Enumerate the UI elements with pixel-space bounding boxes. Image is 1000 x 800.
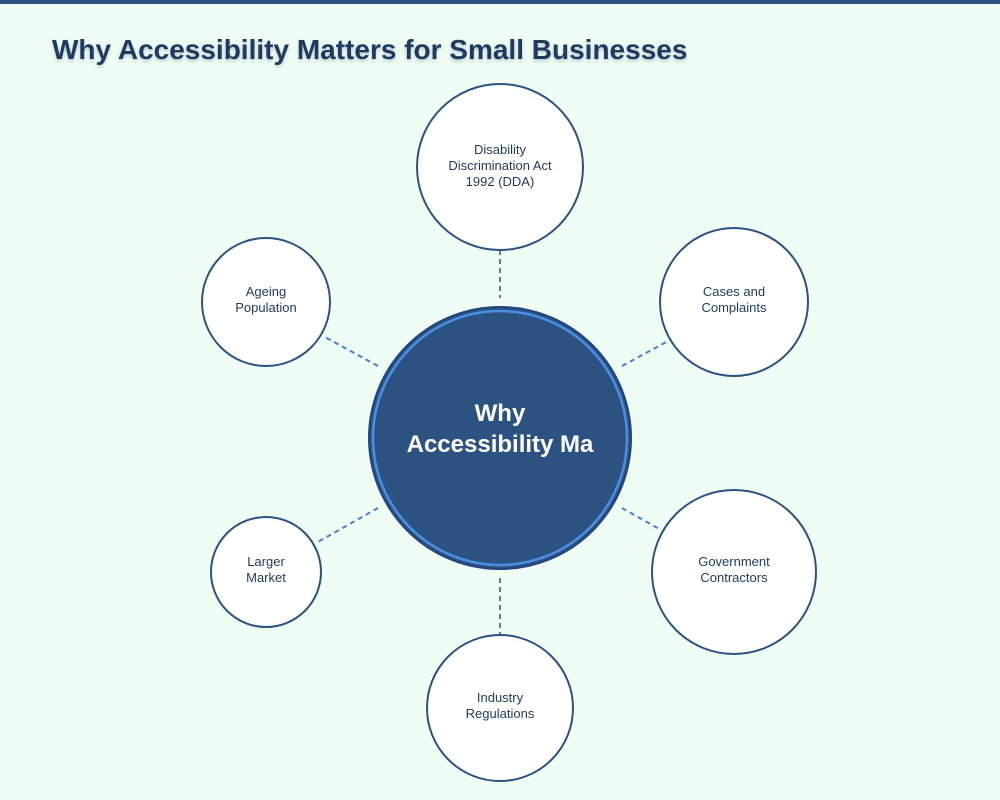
node-cases-and-complaints[interactable]: Cases and Complaints <box>659 227 809 377</box>
connectors <box>315 250 671 634</box>
node-label: Disability <box>474 142 527 157</box>
node-label: Discrimination Act <box>448 158 552 173</box>
node-industry-regulations[interactable]: Industry Regulations <box>426 634 574 782</box>
connector-ageing <box>322 335 379 367</box>
node-label: Cases and <box>703 284 765 299</box>
node-label: Government <box>698 554 770 569</box>
node-label: Population <box>235 300 296 315</box>
node-label: Regulations <box>466 706 535 721</box>
connector-market <box>315 507 379 544</box>
node-label: Contractors <box>700 570 768 585</box>
page-title: Why Accessibility Matters for Small Busi… <box>52 34 688 65</box>
node-label: Complaints <box>701 300 767 315</box>
node-label: Market <box>246 570 286 585</box>
center-label-line1: Why <box>475 400 526 427</box>
node-ageing-population[interactable]: Ageing Population <box>201 237 331 367</box>
node-dda[interactable]: Disability Discrimination Act 1992 (DDA) <box>416 83 584 251</box>
center-label-line2: Accessibility Ma <box>407 431 594 458</box>
node-label: Industry <box>477 690 524 705</box>
node-larger-market[interactable]: Larger Market <box>210 516 322 628</box>
node-government-contractors[interactable]: Government Contractors <box>651 489 817 655</box>
node-label: Ageing <box>246 284 286 299</box>
center-node[interactable]: Why Accessibility Ma <box>368 306 632 570</box>
connector-cases <box>621 339 671 367</box>
node-label: Larger <box>247 554 285 569</box>
connector-government <box>621 507 662 531</box>
top-accent-bar <box>0 0 1000 4</box>
node-label: 1992 (DDA) <box>466 174 535 189</box>
